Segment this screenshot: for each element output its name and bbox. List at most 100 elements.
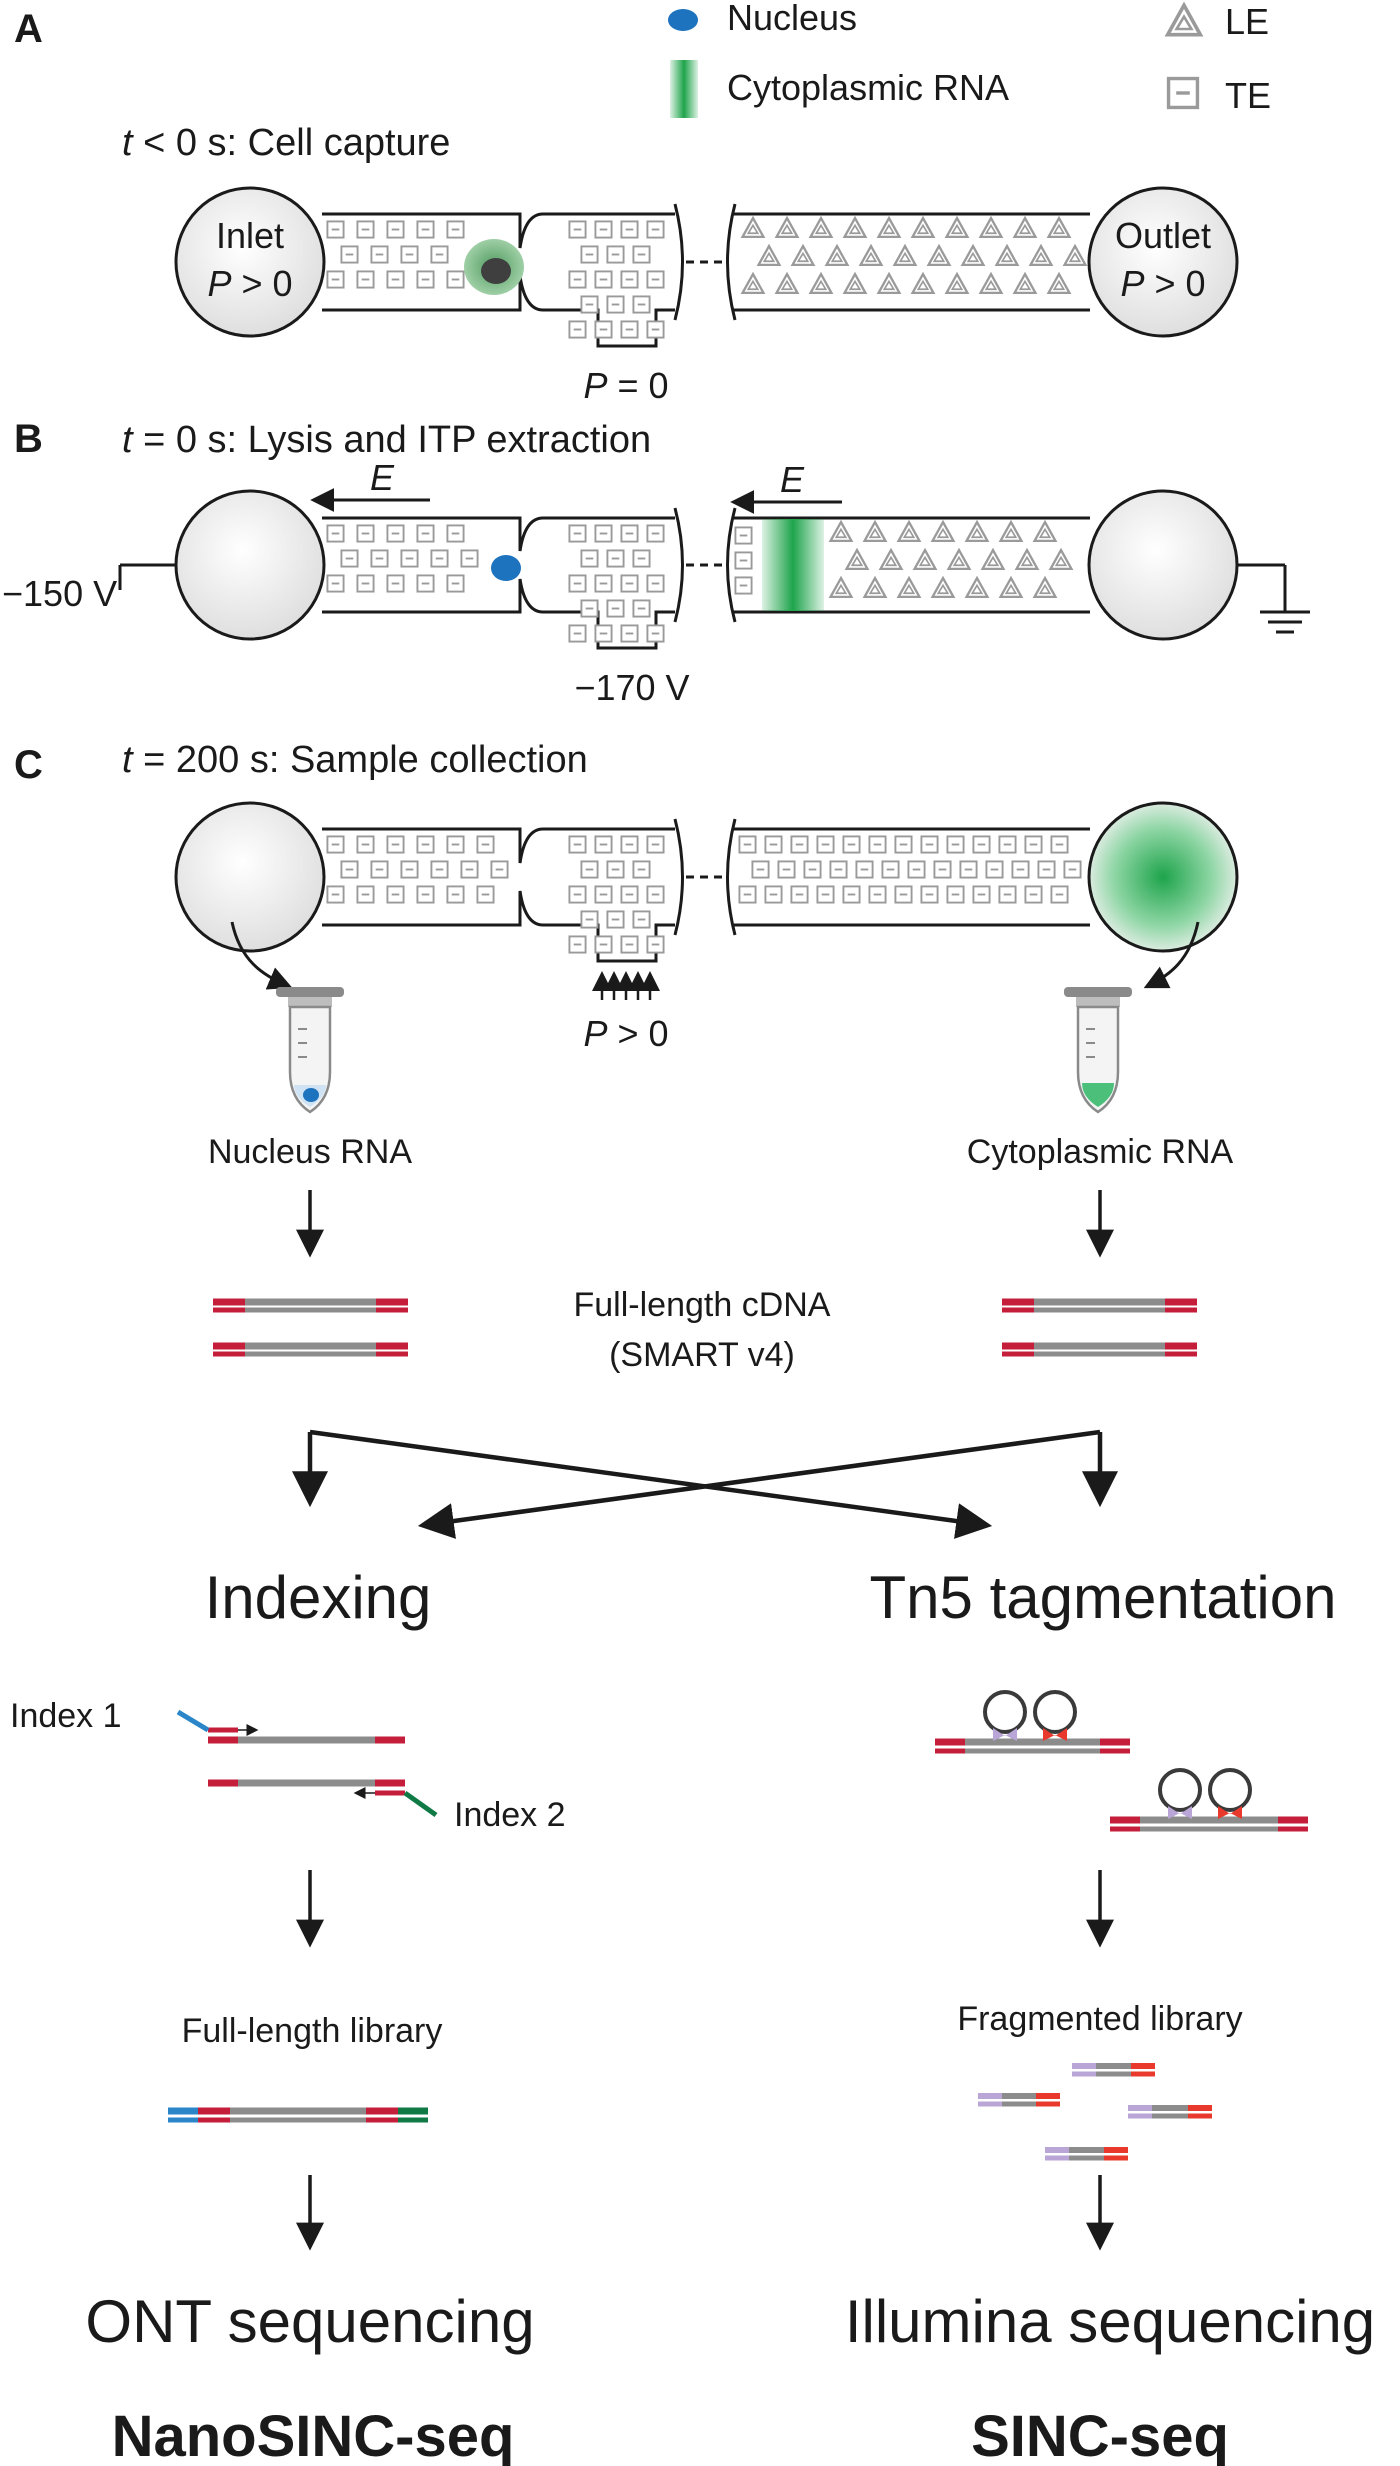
te-ion-icon (460, 860, 479, 879)
le-ion-icon (757, 244, 781, 267)
tube-cytoplasmic-icon (1064, 987, 1132, 1114)
method-left: Indexing (205, 1564, 432, 1631)
te-ion-icon (907, 860, 926, 879)
channel-bottom-left (322, 578, 675, 650)
chip-c (174, 801, 1239, 963)
tn5-transposase-icon (1043, 1728, 1067, 1741)
le-ion-icon (897, 520, 921, 543)
le-ion-icon (877, 272, 901, 295)
le-ion-icon (995, 244, 1019, 267)
le-ion-icon (809, 272, 833, 295)
te-ion-icon (568, 624, 587, 643)
te-ion-icon (972, 885, 991, 904)
te-ion-icon (1011, 860, 1030, 879)
te-ion-icon (946, 835, 965, 854)
le-ion-icon (809, 216, 833, 239)
le-ion-icon (843, 272, 867, 295)
te-ion-icon (985, 860, 1004, 879)
le-ion-icon (1049, 548, 1073, 571)
te-ion-icon (632, 860, 651, 879)
le-ion-icon (913, 548, 937, 571)
te-ion-icon (632, 910, 651, 929)
te-ion-icon (446, 885, 465, 904)
le-ion-icon (1033, 520, 1057, 543)
le-ion-icon (911, 272, 935, 295)
te-ion-icon (430, 860, 449, 879)
te-ion-icon (868, 885, 887, 904)
te-ion-icon (340, 245, 359, 264)
legend: Nucleus Cytoplasmic RNA LE TE (668, 0, 1271, 118)
panel-c-title: t = 200 s: Sample collection (122, 739, 588, 781)
le-ion-icon (965, 576, 989, 599)
channel-bottom-left (322, 890, 675, 963)
le-legend-icon (1165, 3, 1203, 37)
te-ion-icon (842, 835, 861, 854)
te-ion-icon (446, 524, 465, 543)
le-ion-icon (1013, 216, 1037, 239)
te-ion-icon (356, 885, 375, 904)
te-ion-icon (868, 835, 887, 854)
te-ion-icon (933, 860, 952, 879)
te-ion-icon (568, 220, 587, 239)
te-ion-icon (386, 220, 405, 239)
te-ion-icon (920, 885, 939, 904)
cdna-label-line2: (SMART v4) (609, 1336, 795, 1374)
tn5-transposase-icon (1168, 1806, 1192, 1819)
voltage-left: −150 V (2, 573, 117, 614)
te-ion-icon (620, 624, 639, 643)
index-2-tail (403, 1790, 438, 1818)
le-ion-icon (981, 548, 1005, 571)
te-ion-icon (594, 835, 613, 854)
te-ion-icon (620, 220, 639, 239)
outlet-reservoir (1087, 801, 1239, 953)
te-ion-icon (476, 885, 495, 904)
te-ion-icon (568, 270, 587, 289)
chip-a (174, 186, 1239, 348)
te-ion-icon (606, 245, 625, 264)
le-ion-icon (1013, 272, 1037, 295)
te-ion-icon (580, 860, 599, 879)
te-ion-icon (568, 320, 587, 339)
te-ion-icon (790, 835, 809, 854)
te-ion-icon (632, 599, 651, 618)
tn5-graphic (935, 1690, 1308, 1832)
te-ion-icon (430, 549, 449, 568)
le-ion-icon (829, 520, 853, 543)
te-ion-icon (340, 860, 359, 879)
cdna-left (213, 1298, 408, 1357)
panel-a: A t < 0 s: Cell capture Inlet P > 0 Outl… (14, 7, 1239, 406)
le-ion-icon (845, 548, 869, 571)
te-ion-icon (430, 245, 449, 264)
legend-nucleus-label: Nucleus (727, 0, 857, 38)
tube-right-label: Cytoplasmic RNA (967, 1133, 1234, 1171)
legend-le-label: LE (1225, 1, 1269, 42)
le-ion-icon (961, 244, 985, 267)
cytoplasmic-rna-legend-icon (670, 60, 698, 118)
le-ion-icon (863, 520, 887, 543)
te-ion-icon (580, 910, 599, 929)
panel-c: C t = 200 s: Sample collection P > 0 (10, 739, 1375, 2466)
te-ion-icon (646, 320, 665, 339)
panel-b-letter: B (14, 417, 43, 461)
te-ion-icon (446, 835, 465, 854)
te-ion-icon (326, 524, 345, 543)
le-ion-icon (843, 216, 867, 239)
te-ion-icon (1063, 860, 1082, 879)
le-ion-icon (931, 520, 955, 543)
le-ion-icon (1015, 548, 1039, 571)
tn5-transposase-icon (993, 1728, 1017, 1741)
te-ion-icon (646, 574, 665, 593)
te-ion-icon (620, 935, 639, 954)
te-ion-icon (326, 574, 345, 593)
channel-break-left (673, 818, 684, 936)
te-ion-icon (620, 835, 639, 854)
te-ion-icon (816, 885, 835, 904)
tube-left-label: Nucleus RNA (208, 1133, 412, 1171)
te-ion-icon (594, 574, 613, 593)
te-ion-icon (959, 860, 978, 879)
te-ion-icon (594, 935, 613, 954)
te-ion-icon (620, 270, 639, 289)
te-ion-icon (829, 860, 848, 879)
le-ion-icon (979, 272, 1003, 295)
